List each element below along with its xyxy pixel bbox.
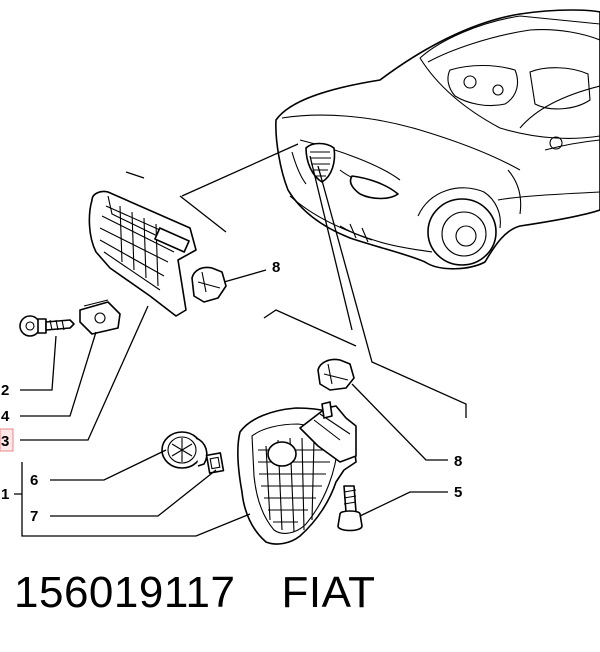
callout-1: 1 [1, 486, 9, 503]
callout-3-highlight [0, 428, 14, 452]
clip-upper [191, 266, 227, 303]
car-illustration [275, 9, 600, 270]
callout-8-upper: 8 [272, 259, 280, 276]
upper-grille-support [88, 190, 197, 317]
screw [19, 315, 75, 337]
front-grille-shield [237, 401, 357, 545]
callouts: 8 2 4 3 6 1 7 8 5 [1, 259, 462, 525]
callout-5: 5 [454, 484, 462, 501]
clip-lower [317, 358, 355, 391]
callout-7: 7 [30, 508, 38, 525]
emblem [161, 431, 208, 469]
brand-name: FIAT [281, 568, 376, 617]
callout-2: 2 [1, 382, 9, 399]
retainer [205, 452, 225, 474]
footer-caption: 156019117 FIAT [14, 568, 376, 618]
leader-lines [14, 269, 448, 537]
callout-3: 3 [1, 433, 9, 450]
clip-nut [79, 299, 121, 335]
callout-4: 4 [1, 408, 10, 425]
callout-6: 6 [30, 472, 38, 489]
reference-lines [125, 143, 467, 418]
part-number: 156019117 [14, 568, 236, 617]
callout-8-lower: 8 [454, 453, 462, 470]
bolt [337, 485, 363, 532]
